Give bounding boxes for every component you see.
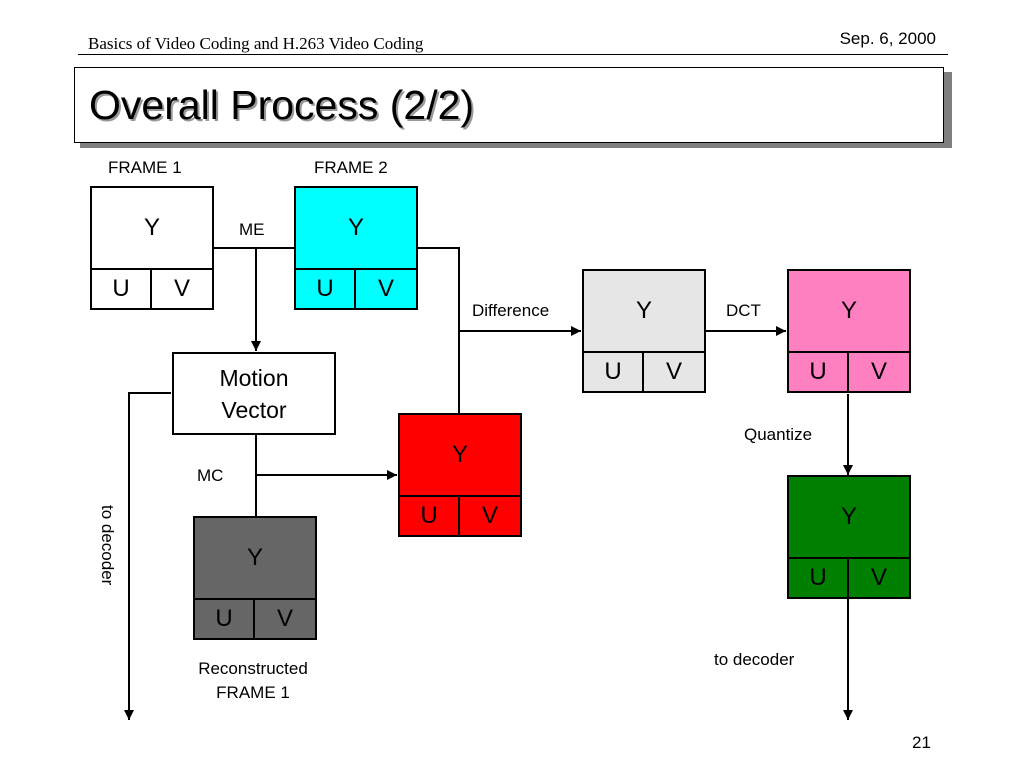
predicted-y: Y xyxy=(400,415,520,497)
reconstructed-u: U xyxy=(195,600,255,638)
frame2-out-line xyxy=(418,247,460,413)
reconstructed-v: V xyxy=(276,605,293,632)
frame2-v: V xyxy=(377,275,394,302)
predicted-v: V xyxy=(481,502,498,529)
predicted-block: Y U V xyxy=(398,413,522,537)
frame1-label: FRAME 1 xyxy=(108,158,182,177)
frame2-label: FRAME 2 xyxy=(314,158,388,177)
quantized-y: Y xyxy=(789,477,909,559)
reconstructed-label-line1: Reconstructed xyxy=(198,659,308,678)
frame2-block: Y U V xyxy=(294,186,418,310)
me-label: ME xyxy=(239,220,265,239)
mc-label: MC xyxy=(197,466,224,485)
frame1-u: U xyxy=(92,270,152,308)
slide-title: Overall Process (2/2) xyxy=(89,82,475,128)
dct-u: U xyxy=(789,353,849,391)
frame1-v: V xyxy=(173,275,190,302)
difference-v: V xyxy=(665,358,682,385)
dct-block: Y U V xyxy=(787,269,911,393)
quantized-v: V xyxy=(870,564,887,591)
page-number: 21 xyxy=(912,733,931,752)
left-decoder-arrow xyxy=(124,392,171,720)
frame2-u: U xyxy=(296,270,356,308)
dct-label: DCT xyxy=(726,301,761,320)
predicted-u: U xyxy=(400,497,460,535)
dct-y: Y xyxy=(789,271,909,353)
motion-vector-box: Motion Vector xyxy=(172,352,336,435)
quantized-block: Y U V xyxy=(787,475,911,599)
frame1-y: Y xyxy=(92,188,212,270)
difference-u: U xyxy=(584,353,644,391)
dct-v: V xyxy=(870,358,887,385)
difference-label: Difference xyxy=(472,301,550,320)
reconstructed-label-line2: FRAME 1 xyxy=(216,683,290,702)
header-date: Sep. 6, 2000 xyxy=(839,29,936,48)
reconstructed-block: Y U V xyxy=(193,516,317,640)
header-course-title: Basics of Video Coding and H.263 Video C… xyxy=(88,34,424,53)
quantized-u: U xyxy=(789,559,849,597)
difference-y: Y xyxy=(584,271,704,353)
motion-vector-line2: Vector xyxy=(221,396,287,423)
quantize-label: Quantize xyxy=(744,425,813,444)
motion-vector-line1: Motion xyxy=(219,364,289,391)
title-box: Overall Process (2/2) xyxy=(74,67,944,143)
to-decoder-right-label: to decoder xyxy=(714,650,795,669)
header-rule xyxy=(78,54,948,55)
frame2-y: Y xyxy=(296,188,416,270)
frame1-block: Y U V xyxy=(90,186,214,310)
difference-block: Y U V xyxy=(582,269,706,393)
to-decoder-left-label: to decoder xyxy=(98,505,117,586)
reconstructed-frame-label: Reconstructed FRAME 1 xyxy=(168,657,338,705)
reconstructed-y: Y xyxy=(195,518,315,600)
